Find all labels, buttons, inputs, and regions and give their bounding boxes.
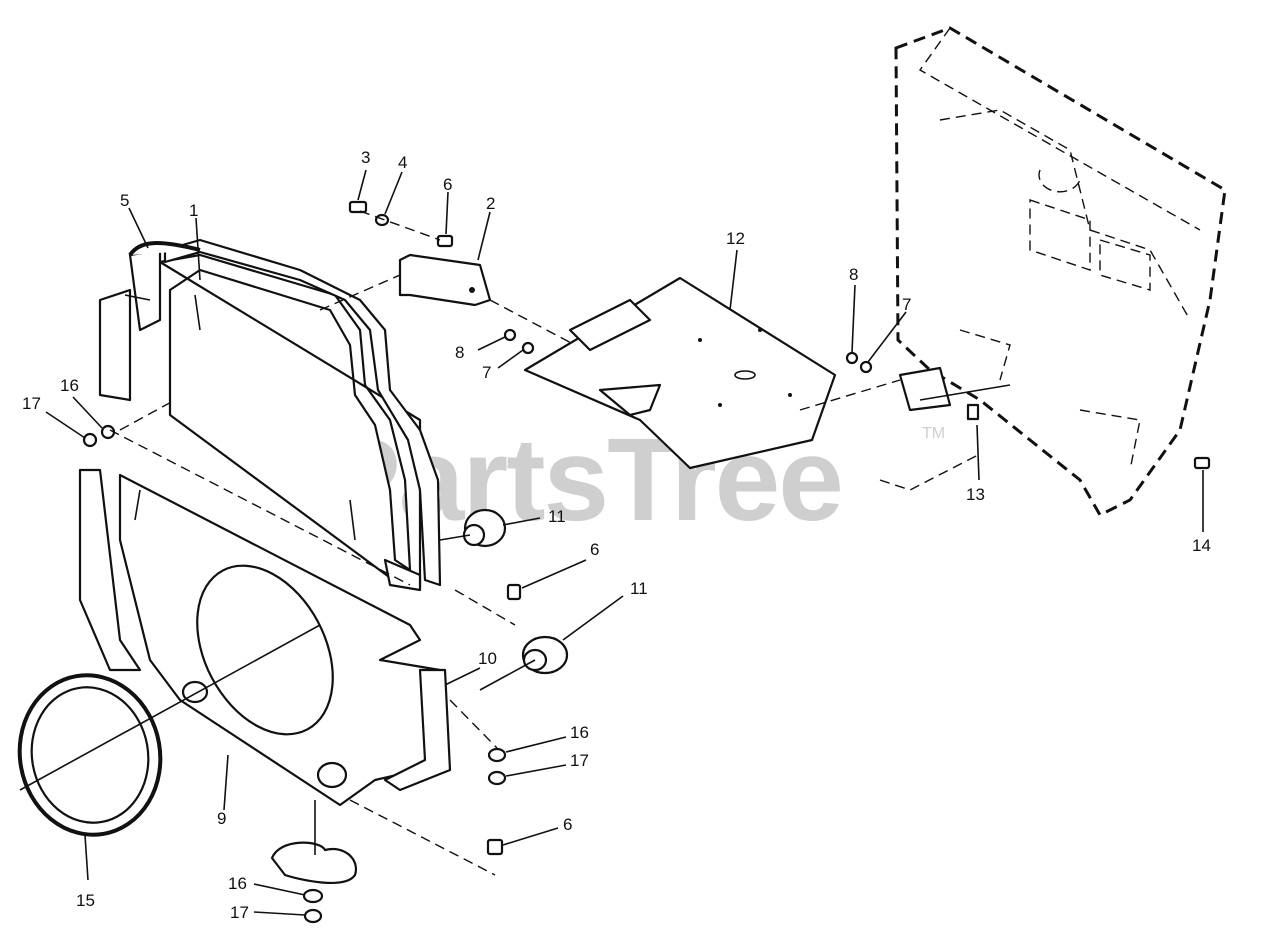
callout-13: 13 bbox=[966, 485, 985, 504]
callout-14: 14 bbox=[1192, 536, 1211, 555]
callout-6: 6 bbox=[590, 540, 599, 559]
bolt-14 bbox=[1193, 456, 1211, 470]
callout-17: 17 bbox=[22, 394, 41, 413]
nut-8-right bbox=[845, 351, 859, 365]
callout-7: 7 bbox=[902, 295, 911, 314]
callout-3: 3 bbox=[361, 148, 370, 167]
callout-15: 15 bbox=[76, 891, 95, 910]
callout-8: 8 bbox=[455, 343, 464, 362]
part-2-bracket bbox=[398, 253, 492, 307]
callout-4: 4 bbox=[398, 153, 407, 172]
bolt-6-top bbox=[436, 234, 454, 248]
callout-8: 8 bbox=[849, 265, 858, 284]
callout-10: 10 bbox=[478, 649, 497, 668]
nut-17-bottom bbox=[303, 908, 323, 924]
part-9-lower-panel bbox=[118, 473, 442, 807]
nut-17-right bbox=[487, 770, 507, 786]
nut-17-left bbox=[82, 432, 98, 448]
callout-6: 6 bbox=[563, 815, 572, 834]
nut-8-left bbox=[503, 328, 517, 342]
bolt-3 bbox=[348, 200, 368, 214]
callout-2: 2 bbox=[486, 194, 495, 213]
part-10-seal-strips bbox=[78, 468, 452, 792]
washer-7-right bbox=[859, 360, 873, 374]
bolt-6-mid bbox=[506, 583, 522, 601]
washer-16-bottom bbox=[302, 888, 324, 904]
frame-housing bbox=[894, 26, 1227, 517]
leader-lines bbox=[45, 169, 1204, 916]
bolt-6-bottom bbox=[486, 838, 504, 856]
part-12-plate bbox=[523, 276, 837, 470]
bottom-cover-plate bbox=[270, 841, 358, 884]
callout-12: 12 bbox=[726, 229, 745, 248]
washer-16-left bbox=[100, 424, 116, 440]
bracket-13 bbox=[898, 366, 980, 421]
callout-17: 17 bbox=[570, 751, 589, 770]
assembly-lines bbox=[19, 210, 1011, 876]
callout-1: 1 bbox=[189, 201, 198, 220]
callout-labels: 3 4 6 2 5 1 12 8 7 8 7 17 16 13 14 11 6 … bbox=[22, 148, 1211, 922]
part-15-ring bbox=[17, 673, 163, 837]
callout-17: 17 bbox=[230, 903, 249, 922]
callout-6: 6 bbox=[443, 175, 452, 194]
callout-7: 7 bbox=[482, 363, 491, 382]
callout-16: 16 bbox=[60, 376, 79, 395]
callout-5: 5 bbox=[120, 191, 129, 210]
callout-11: 11 bbox=[548, 507, 566, 526]
bushing-11-lower bbox=[521, 635, 569, 675]
callout-9: 9 bbox=[217, 809, 226, 828]
washer-7-left bbox=[521, 341, 535, 355]
washer-4 bbox=[374, 213, 390, 227]
part-1-upper-panel bbox=[98, 238, 442, 592]
bushing-11-upper bbox=[462, 508, 507, 548]
callout-11: 11 bbox=[630, 579, 648, 598]
callout-16: 16 bbox=[228, 874, 247, 893]
washer-16-right bbox=[487, 747, 507, 763]
watermark-trademark: TM bbox=[922, 425, 945, 442]
callout-16: 16 bbox=[570, 723, 589, 742]
